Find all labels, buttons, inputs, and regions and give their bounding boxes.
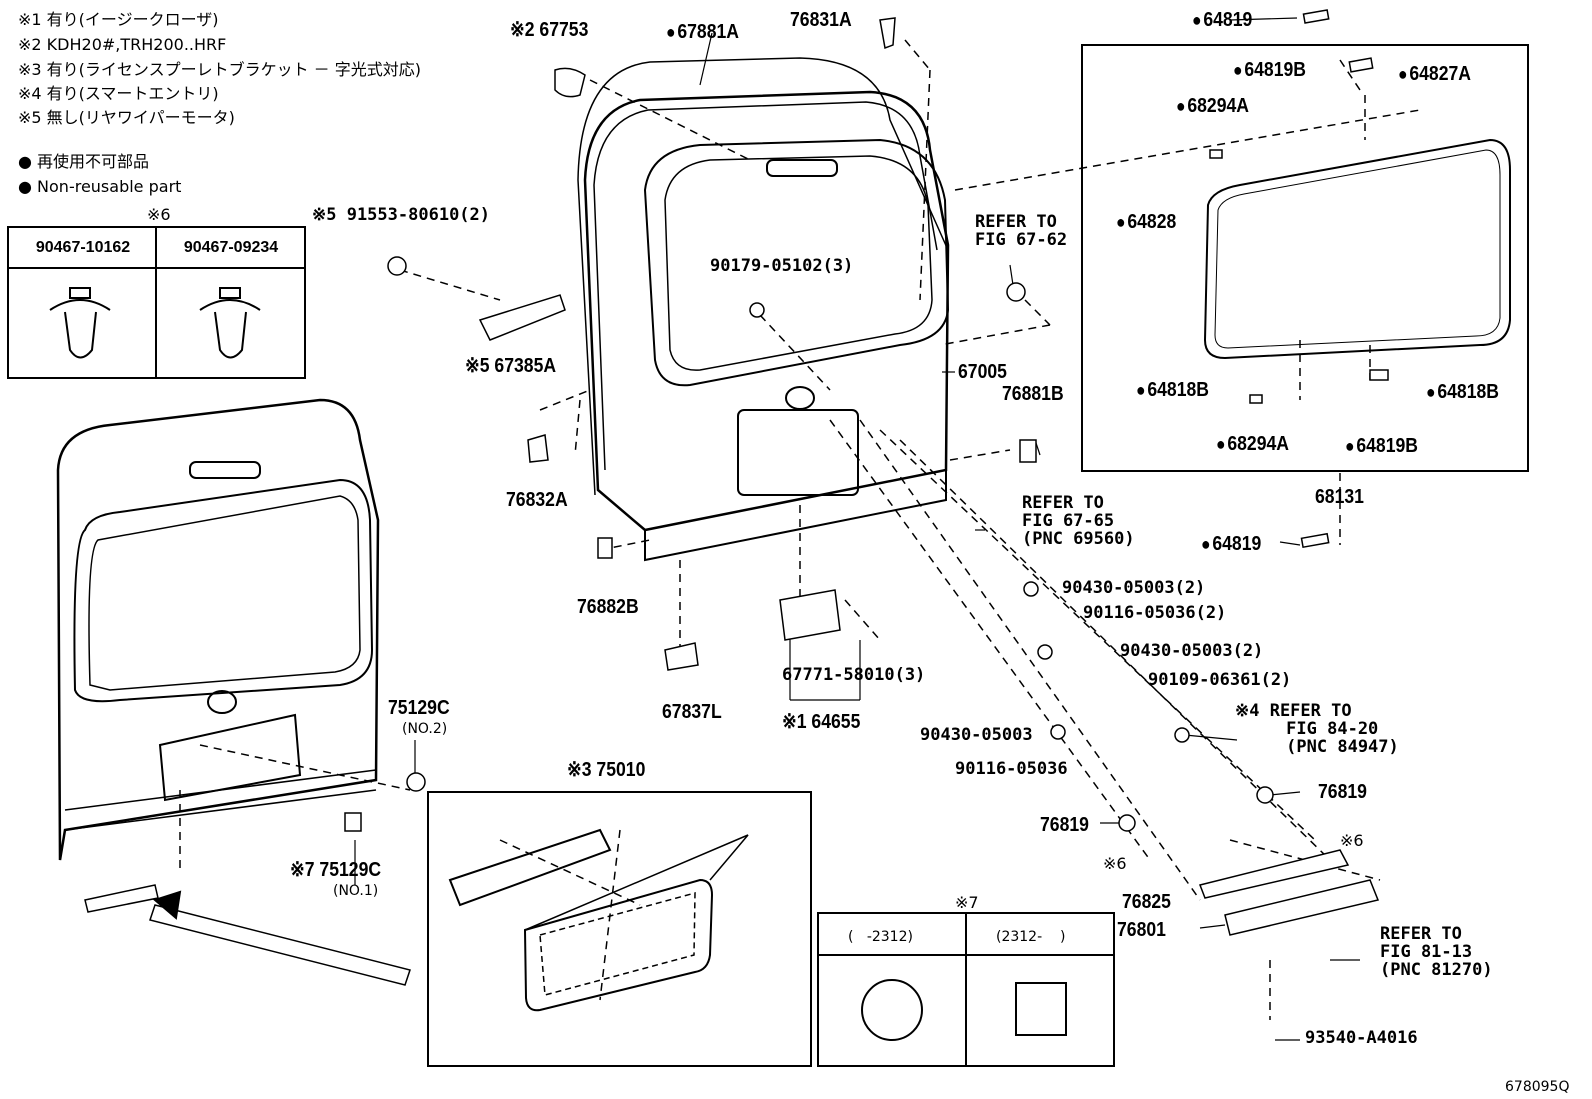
part-64818B-left[interactable]: 64818B [1136,380,1209,400]
ref-fig-67-62[interactable]: REFER TO FIG 67-62 [975,212,1068,250]
clip-ref-6-right[interactable]: ※6 [1340,831,1364,850]
part-90430-1[interactable]: 90430-05003(2) [1062,578,1206,598]
part-90179[interactable]: 90179-05102(3) [710,256,854,276]
part-67385A[interactable]: ※5 67385A [465,355,557,377]
part-75010[interactable]: ※3 75010 [567,759,646,781]
clip-table-title: ※6 [147,205,171,224]
inset7-col-1: ( -2312) [848,929,913,945]
clip-ref-6-left[interactable]: ※6 [1103,854,1127,873]
part-90430-2[interactable]: 90430-05003(2) [1120,641,1264,661]
part-93540[interactable]: 93540-A4016 [1305,1028,1418,1048]
part-90430-3[interactable]: 90430-05003 [920,725,1033,745]
part-76819-right[interactable]: 76819 [1318,781,1367,803]
part-75129C-no1[interactable]: ※7 75129C [290,859,382,881]
part-64819B-2[interactable]: 64819B [1345,436,1418,456]
legend-en-text: Non-reusable part [37,177,182,196]
part-75129C-no1-tag: (NO.1) [333,883,379,899]
inset7-col-2: (2312- ) [996,929,1066,945]
note-1: ※1 有り(イージークローザ) [18,10,219,29]
part-76819-left[interactable]: 76819 [1040,814,1089,836]
legend-ja: ● 再使用不可部品 [18,152,150,171]
part-64819-top[interactable]: 64819 [1192,10,1252,30]
part-76831A[interactable]: 76831A [790,9,852,31]
part-75129C-no2-tag: (NO.2) [402,721,448,737]
part-64827A[interactable]: 64827A [1398,64,1471,84]
part-76825[interactable]: 76825 [1122,891,1171,913]
part-68294A-2[interactable]: 68294A [1216,434,1289,454]
ref-fig-81-13[interactable]: REFER TO FIG 81-13 (PNC 81270) [1380,924,1493,980]
part-76882B[interactable]: 76882B [577,596,639,618]
note-3: ※3 有り(ライセンスプーレトブラケット － 字光式対応) [18,60,422,79]
part-64655[interactable]: ※1 64655 [782,711,861,733]
part-64828[interactable]: 64828 [1116,212,1176,232]
inset7-title: ※7 [955,893,979,912]
clip-part-2: 90467-09234 [183,239,279,256]
figure-number: 678095Q [1505,1079,1570,1095]
part-76801[interactable]: 76801 [1117,919,1166,941]
part-64818B-right[interactable]: 64818B [1426,382,1499,402]
ref-fig-84-20[interactable]: ※4 REFER TO FIG 84-20 (PNC 84947) [1235,701,1399,757]
part-67753[interactable]: ※2 67753 [510,19,589,41]
part-64819B-1[interactable]: 64819B [1233,60,1306,80]
part-67881A[interactable]: 67881A [666,22,739,42]
part-91553[interactable]: ※5 91553-80610(2) [312,205,491,225]
part-76881B[interactable]: 76881B [1002,383,1064,405]
part-90109[interactable]: 90109-06361(2) [1148,670,1292,690]
clip-part-1: 90467-10162 [35,239,131,256]
part-76832A[interactable]: 76832A [506,489,568,511]
part-67837L[interactable]: 67837L [662,701,722,723]
part-67771[interactable]: 67771-58010(3) [782,665,926,685]
legend-ja-text: 再使用不可部品 [37,152,150,171]
note-5: ※5 無し(リヤワイパーモータ) [18,108,235,127]
note-2: ※2 KDH20#,TRH200..HRF [18,35,227,54]
part-67005[interactable]: 67005 [958,361,1007,383]
legend-en: ● Non-reusable part [18,177,182,196]
part-68131[interactable]: 68131 [1315,486,1364,508]
part-68294A-1[interactable]: 68294A [1176,96,1249,116]
note-4: ※4 有り(スマートエントリ) [18,84,219,103]
part-90116-1[interactable]: 90116-05036(2) [1083,603,1227,623]
ref-fig-67-65[interactable]: REFER TO FIG 67-65 (PNC 69560) [1022,493,1135,549]
part-90116-2[interactable]: 90116-05036 [955,759,1068,779]
part-75129C-no2[interactable]: 75129C [388,697,450,719]
part-64819-bottom[interactable]: 64819 [1201,534,1261,554]
